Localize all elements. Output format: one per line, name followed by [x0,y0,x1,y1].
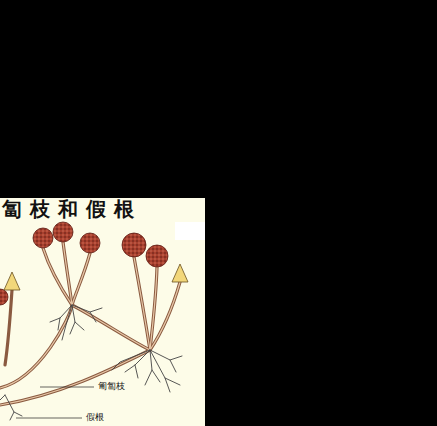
sporangia [0,222,168,305]
part-label: 假根 [85,413,105,422]
white-patch [175,222,205,240]
part-label: 匍匐枝 [97,382,126,391]
columellae [4,264,188,290]
hyphae [0,242,182,420]
figure-title: 匐枝和假根 [2,199,142,219]
leader-lines [16,387,94,418]
panel [0,198,205,426]
